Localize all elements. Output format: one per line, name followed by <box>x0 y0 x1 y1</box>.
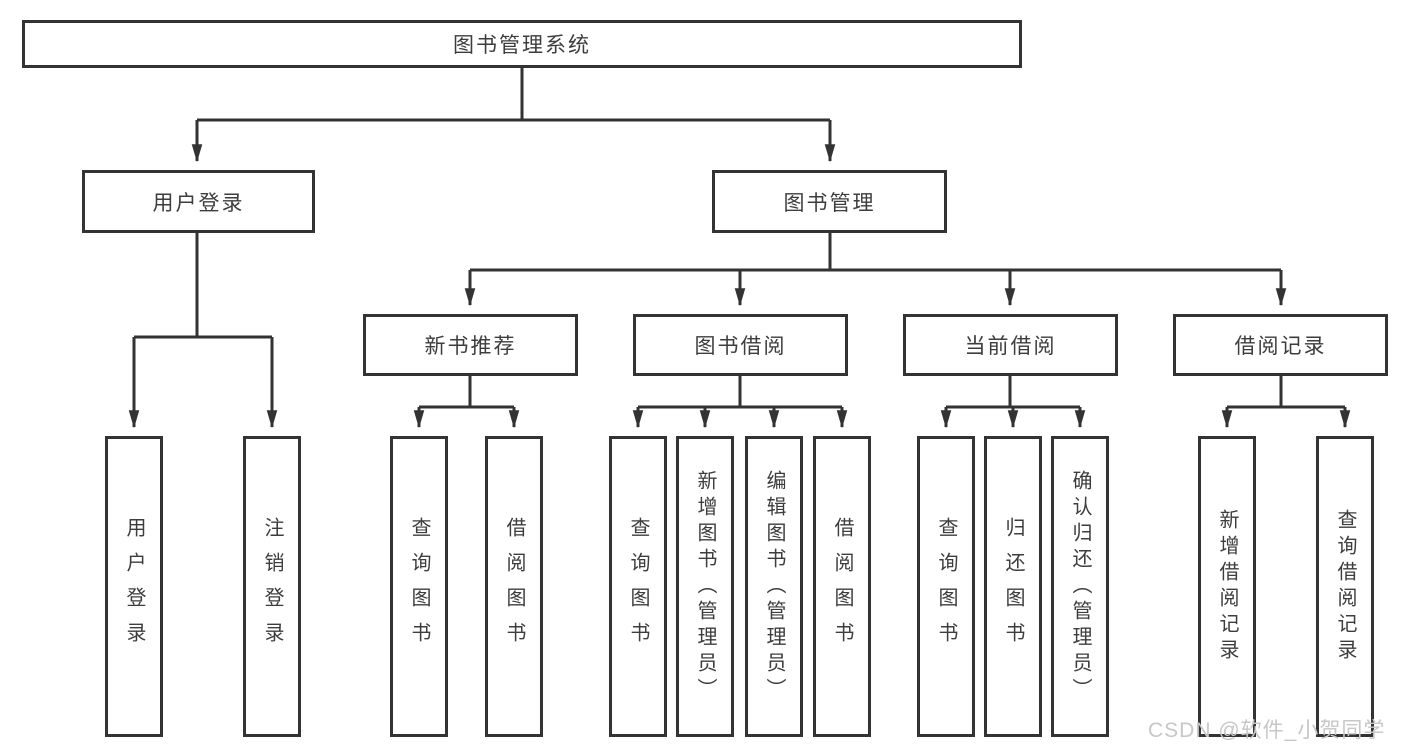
node-borrow-records: 借阅记录 <box>1173 314 1388 376</box>
csdn-watermark: CSDN @软件_小贺同学 <box>1148 719 1386 742</box>
leaf-user-login: 用户登录 <box>105 436 163 737</box>
leaf-query-books-current: 查询图书 <box>917 436 975 737</box>
leaf-confirm-return-admin: 确认归还（管理员） <box>1051 436 1109 737</box>
node-current-borrow: 当前借阅 <box>903 314 1118 376</box>
leaf-query-borrow-record: 查询借阅记录 <box>1316 436 1374 737</box>
leaf-borrow-books-recommend: 借阅图书 <box>485 436 543 737</box>
node-book-management: 图书管理 <box>712 170 947 233</box>
leaf-query-books-recommend: 查询图书 <box>390 436 448 737</box>
node-new-book-recommend: 新书推荐 <box>363 314 578 376</box>
leaf-edit-book-admin: 编辑图书（管理员） <box>745 436 803 737</box>
leaf-add-book-admin: 新增图书（管理员） <box>676 436 734 737</box>
leaf-query-books-borrow: 查询图书 <box>609 436 667 737</box>
node-root: 图书管理系统 <box>22 20 1022 68</box>
leaf-borrow-book: 借阅图书 <box>813 436 871 737</box>
leaf-add-borrow-record: 新增借阅记录 <box>1198 436 1256 737</box>
leaf-logout: 注销登录 <box>243 436 301 737</box>
leaf-return-book: 归还图书 <box>984 436 1042 737</box>
node-user-login: 用户登录 <box>82 170 315 233</box>
node-book-borrow: 图书借阅 <box>633 314 848 376</box>
